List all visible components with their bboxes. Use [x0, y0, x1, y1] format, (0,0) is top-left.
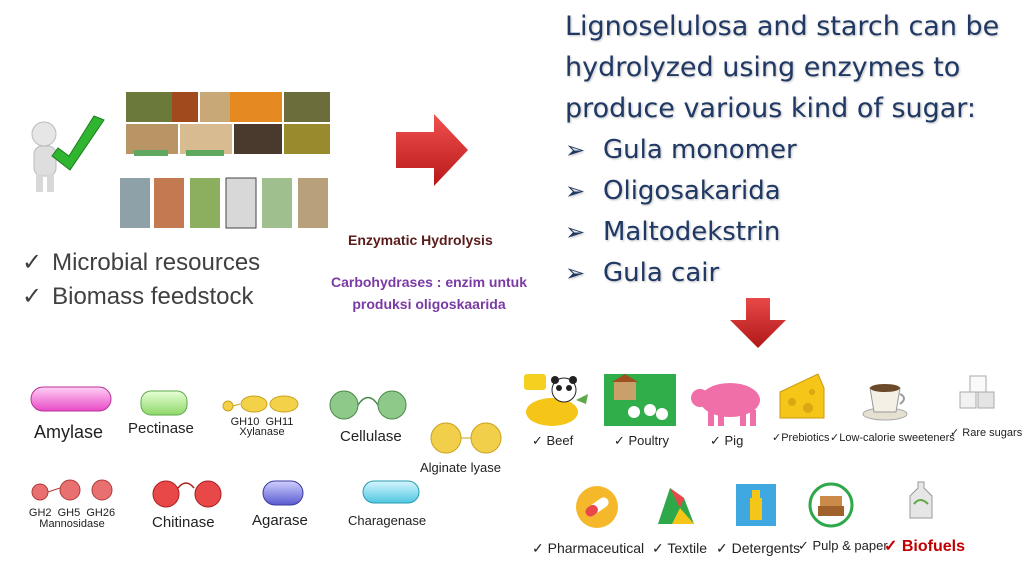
right-arrow-icon: [394, 110, 470, 190]
panda-cow-icon: [522, 372, 592, 428]
pig-icon: [690, 374, 770, 428]
pill-icon: [574, 484, 620, 530]
application-detergents: ✓ Detergents: [716, 540, 801, 556]
xylanase-label: Xylanase: [239, 426, 285, 438]
checklist-item: ✓Microbial resources: [22, 246, 260, 280]
check-icon: ✓: [798, 538, 813, 553]
checklist-item: ✓Biomass feedstock: [22, 280, 260, 314]
check-icon: ✓: [652, 540, 668, 556]
application-prebiotics: ✓Prebiotics: [772, 432, 830, 444]
pectinase-shape: [140, 390, 188, 416]
resource-checklist: ✓Microbial resources ✓Biomass feedstock: [22, 246, 260, 314]
check-icon: ✓: [532, 433, 547, 448]
list-item: ➢Gula monomer: [565, 130, 1005, 171]
application-rare-sugars: ✓ Rare sugars: [950, 427, 1023, 439]
application-sweeteners: ✓Low-calorie sweeteners: [830, 432, 955, 444]
pulp-paper-icon: [808, 482, 854, 528]
agarase-shape: [262, 480, 304, 506]
cheese-icon: [778, 370, 826, 422]
arrow-bullet-icon: ➢: [565, 218, 586, 246]
cellulase-shape: [328, 388, 410, 422]
check-icon: ✓: [22, 249, 43, 276]
sugar-list: ➢Gula monomer ➢Oligosakarida ➢Maltodekst…: [565, 130, 1005, 294]
poultry-icon: [604, 374, 676, 426]
sugar-cubes-icon: [958, 370, 1000, 414]
carbohydrase-note: Carbohydrases : enzim untuk produksi oli…: [330, 274, 528, 312]
alginate-lyase-label: Alginate lyase: [420, 460, 501, 475]
mannosidase-gh-label: GH2 GH5 GH26: [28, 507, 116, 519]
slide-title: Lignoselulosa and starch can be hydrolyz…: [565, 11, 1000, 124]
checkmark-figure: [22, 112, 110, 194]
check-icon: ✓: [710, 433, 725, 448]
pectinase-label: Pectinase: [128, 420, 194, 437]
amylase-shape: [30, 386, 112, 412]
application-biofuels: ✓ Biofuels: [884, 538, 965, 555]
check-icon: ✓: [772, 432, 782, 444]
mannosidase-label: Mannosidase: [39, 518, 105, 530]
application-pig: ✓ Pig: [710, 433, 744, 448]
agarase-label: Agarase: [252, 512, 308, 529]
chitinase-label: Chitinase: [152, 514, 215, 531]
charagenase-label: Charagenase: [348, 513, 427, 528]
arrow-bullet-icon: ➢: [565, 177, 586, 205]
list-item: ➢Oligosakarida: [565, 171, 1005, 212]
arrow-bullet-icon: ➢: [565, 136, 586, 164]
list-item: ➢Maltodekstrin: [565, 212, 1005, 253]
application-beef: ✓ Beef: [532, 433, 574, 448]
biomass-image-collage: [120, 92, 332, 232]
check-icon: ✓: [884, 538, 902, 555]
list-item: ➢Gula cair: [565, 253, 1005, 294]
application-textile: ✓ Textile: [652, 540, 708, 556]
amylase-label: Amylase: [34, 422, 104, 442]
xylanase-gh-label: GH10 GH11: [230, 416, 294, 428]
mannosidase-shape: [30, 478, 116, 504]
arrow-bullet-icon: ➢: [565, 259, 586, 287]
check-icon: ✓: [830, 432, 840, 444]
check-icon: ✓: [950, 427, 963, 439]
detergent-icon: [736, 484, 776, 526]
check-icon: ✓: [22, 283, 43, 310]
application-poultry: ✓ Poultry: [614, 433, 669, 448]
chitinase-shape: [150, 476, 226, 510]
application-pharmaceutical: ✓ Pharmaceutical: [532, 540, 645, 556]
alginate-lyase-shape: [428, 420, 504, 456]
check-icon: ✓: [614, 433, 629, 448]
down-arrow-icon: [728, 296, 788, 350]
process-label: Enzymatic Hydrolysis: [348, 232, 493, 248]
cellulase-label: Cellulase: [340, 428, 402, 445]
xylanase-shape: [222, 394, 300, 414]
biofuel-icon: [898, 478, 942, 522]
tea-cup-icon: [860, 370, 910, 422]
charagenase-shape: [362, 480, 420, 504]
textile-icon: [654, 484, 698, 526]
check-icon: ✓: [716, 540, 732, 556]
check-icon: ✓: [532, 540, 548, 556]
application-pulp-paper: ✓ Pulp & paper: [798, 538, 888, 553]
